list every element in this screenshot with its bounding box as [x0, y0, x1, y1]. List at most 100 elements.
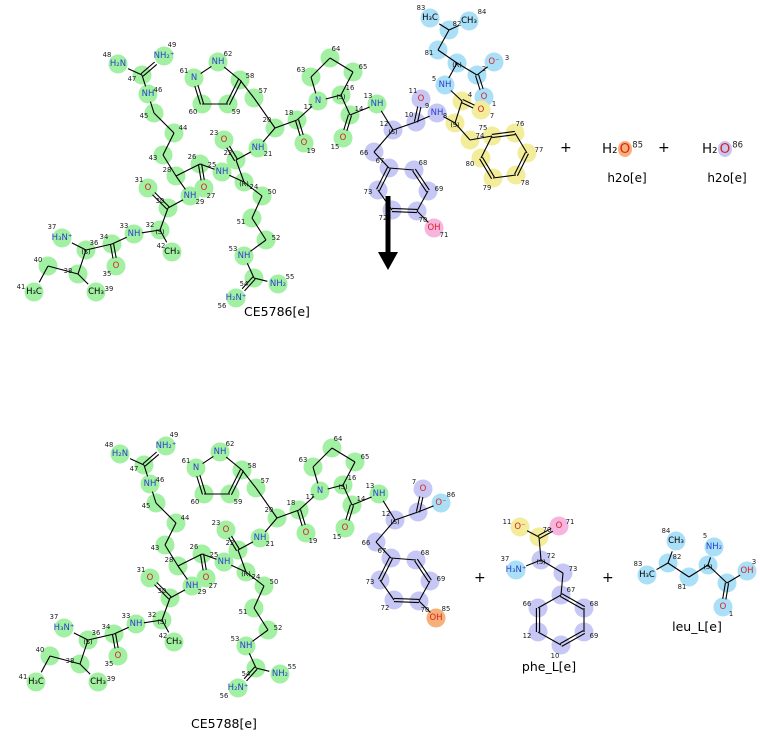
svg-text:14: 14 [357, 495, 366, 503]
water-h2-text: H₂ [702, 140, 718, 157]
reaction-arrow-icon [378, 196, 398, 270]
svg-text:(S): (S) [450, 121, 459, 129]
svg-text:45: 45 [142, 502, 151, 510]
svg-text:54: 54 [240, 280, 249, 288]
svg-text:CH₃: CH₃ [88, 287, 104, 297]
svg-text:48: 48 [105, 441, 114, 449]
svg-text:56: 56 [220, 692, 229, 700]
svg-text:O: O [340, 133, 347, 143]
svg-text:1: 1 [729, 610, 733, 618]
svg-text:43: 43 [149, 154, 158, 162]
plus-sign-1: + [560, 140, 572, 156]
svg-text:9: 9 [425, 102, 429, 110]
svg-text:44: 44 [179, 124, 188, 132]
svg-text:NH: NH [240, 641, 253, 651]
svg-text:(S): (S) [536, 558, 545, 566]
svg-text:55: 55 [286, 273, 295, 281]
svg-text:21: 21 [266, 540, 275, 548]
svg-text:H₃C: H₃C [639, 570, 655, 580]
svg-text:27: 27 [207, 192, 216, 200]
svg-text:H₃N⁺: H₃N⁺ [54, 623, 75, 633]
svg-text:70: 70 [421, 606, 430, 614]
svg-text:H₃N⁺: H₃N⁺ [52, 233, 73, 243]
svg-text:72: 72 [381, 604, 390, 612]
svg-text:59: 59 [234, 498, 243, 506]
svg-text:23: 23 [210, 129, 219, 137]
svg-text:O: O [201, 183, 208, 193]
svg-text:67: 67 [376, 157, 385, 165]
svg-text:5: 5 [432, 75, 436, 83]
svg-text:NH: NH [212, 57, 225, 67]
svg-text:49: 49 [170, 431, 179, 439]
svg-text:13: 13 [364, 92, 373, 100]
svg-text:NH: NH [144, 479, 157, 489]
svg-text:12: 12 [380, 120, 389, 128]
svg-text:18: 18 [287, 499, 296, 507]
svg-text:NH: NH [184, 191, 197, 201]
svg-text:15: 15 [333, 533, 342, 541]
svg-text:(S): (S) [336, 93, 345, 101]
svg-text:16: 16 [346, 84, 355, 92]
svg-text:61: 61 [182, 457, 191, 465]
svg-text:35: 35 [105, 660, 114, 668]
svg-text:NH: NH [254, 533, 267, 543]
svg-text:H₂N⁺: H₂N⁺ [228, 683, 249, 693]
svg-text:(S): (S) [338, 483, 347, 491]
svg-text:68: 68 [421, 549, 430, 557]
svg-text:O: O [301, 138, 308, 148]
svg-text:NH: NH [186, 581, 199, 591]
svg-text:21: 21 [264, 150, 273, 158]
svg-text:40: 40 [34, 256, 43, 264]
svg-text:58: 58 [248, 462, 257, 470]
svg-text:O: O [556, 521, 563, 531]
svg-text:27: 27 [209, 582, 218, 590]
svg-text:NH: NH [214, 447, 227, 457]
svg-text:86: 86 [447, 491, 456, 499]
svg-text:4: 4 [468, 91, 472, 99]
svg-text:79: 79 [483, 184, 492, 192]
svg-text:33: 33 [122, 612, 131, 620]
svg-text:46: 46 [154, 86, 163, 94]
svg-text:7: 7 [412, 478, 416, 486]
svg-text:CH₃: CH₃ [166, 637, 182, 647]
svg-text:3: 3 [752, 558, 756, 566]
svg-text:11: 11 [409, 87, 418, 95]
svg-text:O: O [221, 135, 228, 145]
svg-text:N: N [193, 463, 199, 473]
svg-text:52: 52 [274, 624, 283, 632]
svg-text:85: 85 [442, 605, 451, 613]
svg-text:20: 20 [265, 506, 274, 514]
svg-text:73: 73 [569, 565, 578, 573]
svg-text:31: 31 [137, 566, 146, 574]
water-h2-text: H₂ [602, 140, 618, 157]
svg-text:17: 17 [304, 103, 313, 111]
svg-text:30: 30 [156, 197, 165, 205]
svg-text:(R): (R) [452, 61, 462, 69]
svg-text:77: 77 [535, 146, 544, 154]
caption-ce5788: CE5788[e] [191, 716, 257, 731]
svg-text:50: 50 [270, 578, 279, 586]
caption-phe: phe_L[e] [521, 659, 577, 674]
svg-text:38: 38 [64, 267, 73, 275]
svg-text:NH: NH [371, 99, 384, 109]
svg-text:65: 65 [361, 453, 370, 461]
caption-h2o-1: h2o[e] [607, 171, 647, 185]
svg-text:H₃C: H₃C [26, 287, 42, 297]
svg-text:51: 51 [237, 218, 246, 226]
svg-text:14: 14 [355, 105, 364, 113]
svg-text:H₃C: H₃C [422, 13, 438, 23]
svg-text:OH: OH [427, 223, 440, 233]
svg-text:83: 83 [634, 560, 643, 568]
svg-text:17: 17 [306, 493, 315, 501]
svg-text:49: 49 [168, 41, 177, 49]
svg-text:CH₃: CH₃ [164, 247, 180, 257]
svg-text:(S): (S) [703, 563, 712, 571]
svg-text:H₃N⁺: H₃N⁺ [506, 565, 527, 575]
svg-text:O: O [113, 261, 120, 271]
svg-text:54: 54 [242, 670, 251, 678]
svg-text:63: 63 [299, 456, 308, 464]
svg-text:O: O [481, 92, 488, 102]
svg-text:37: 37 [501, 555, 510, 563]
